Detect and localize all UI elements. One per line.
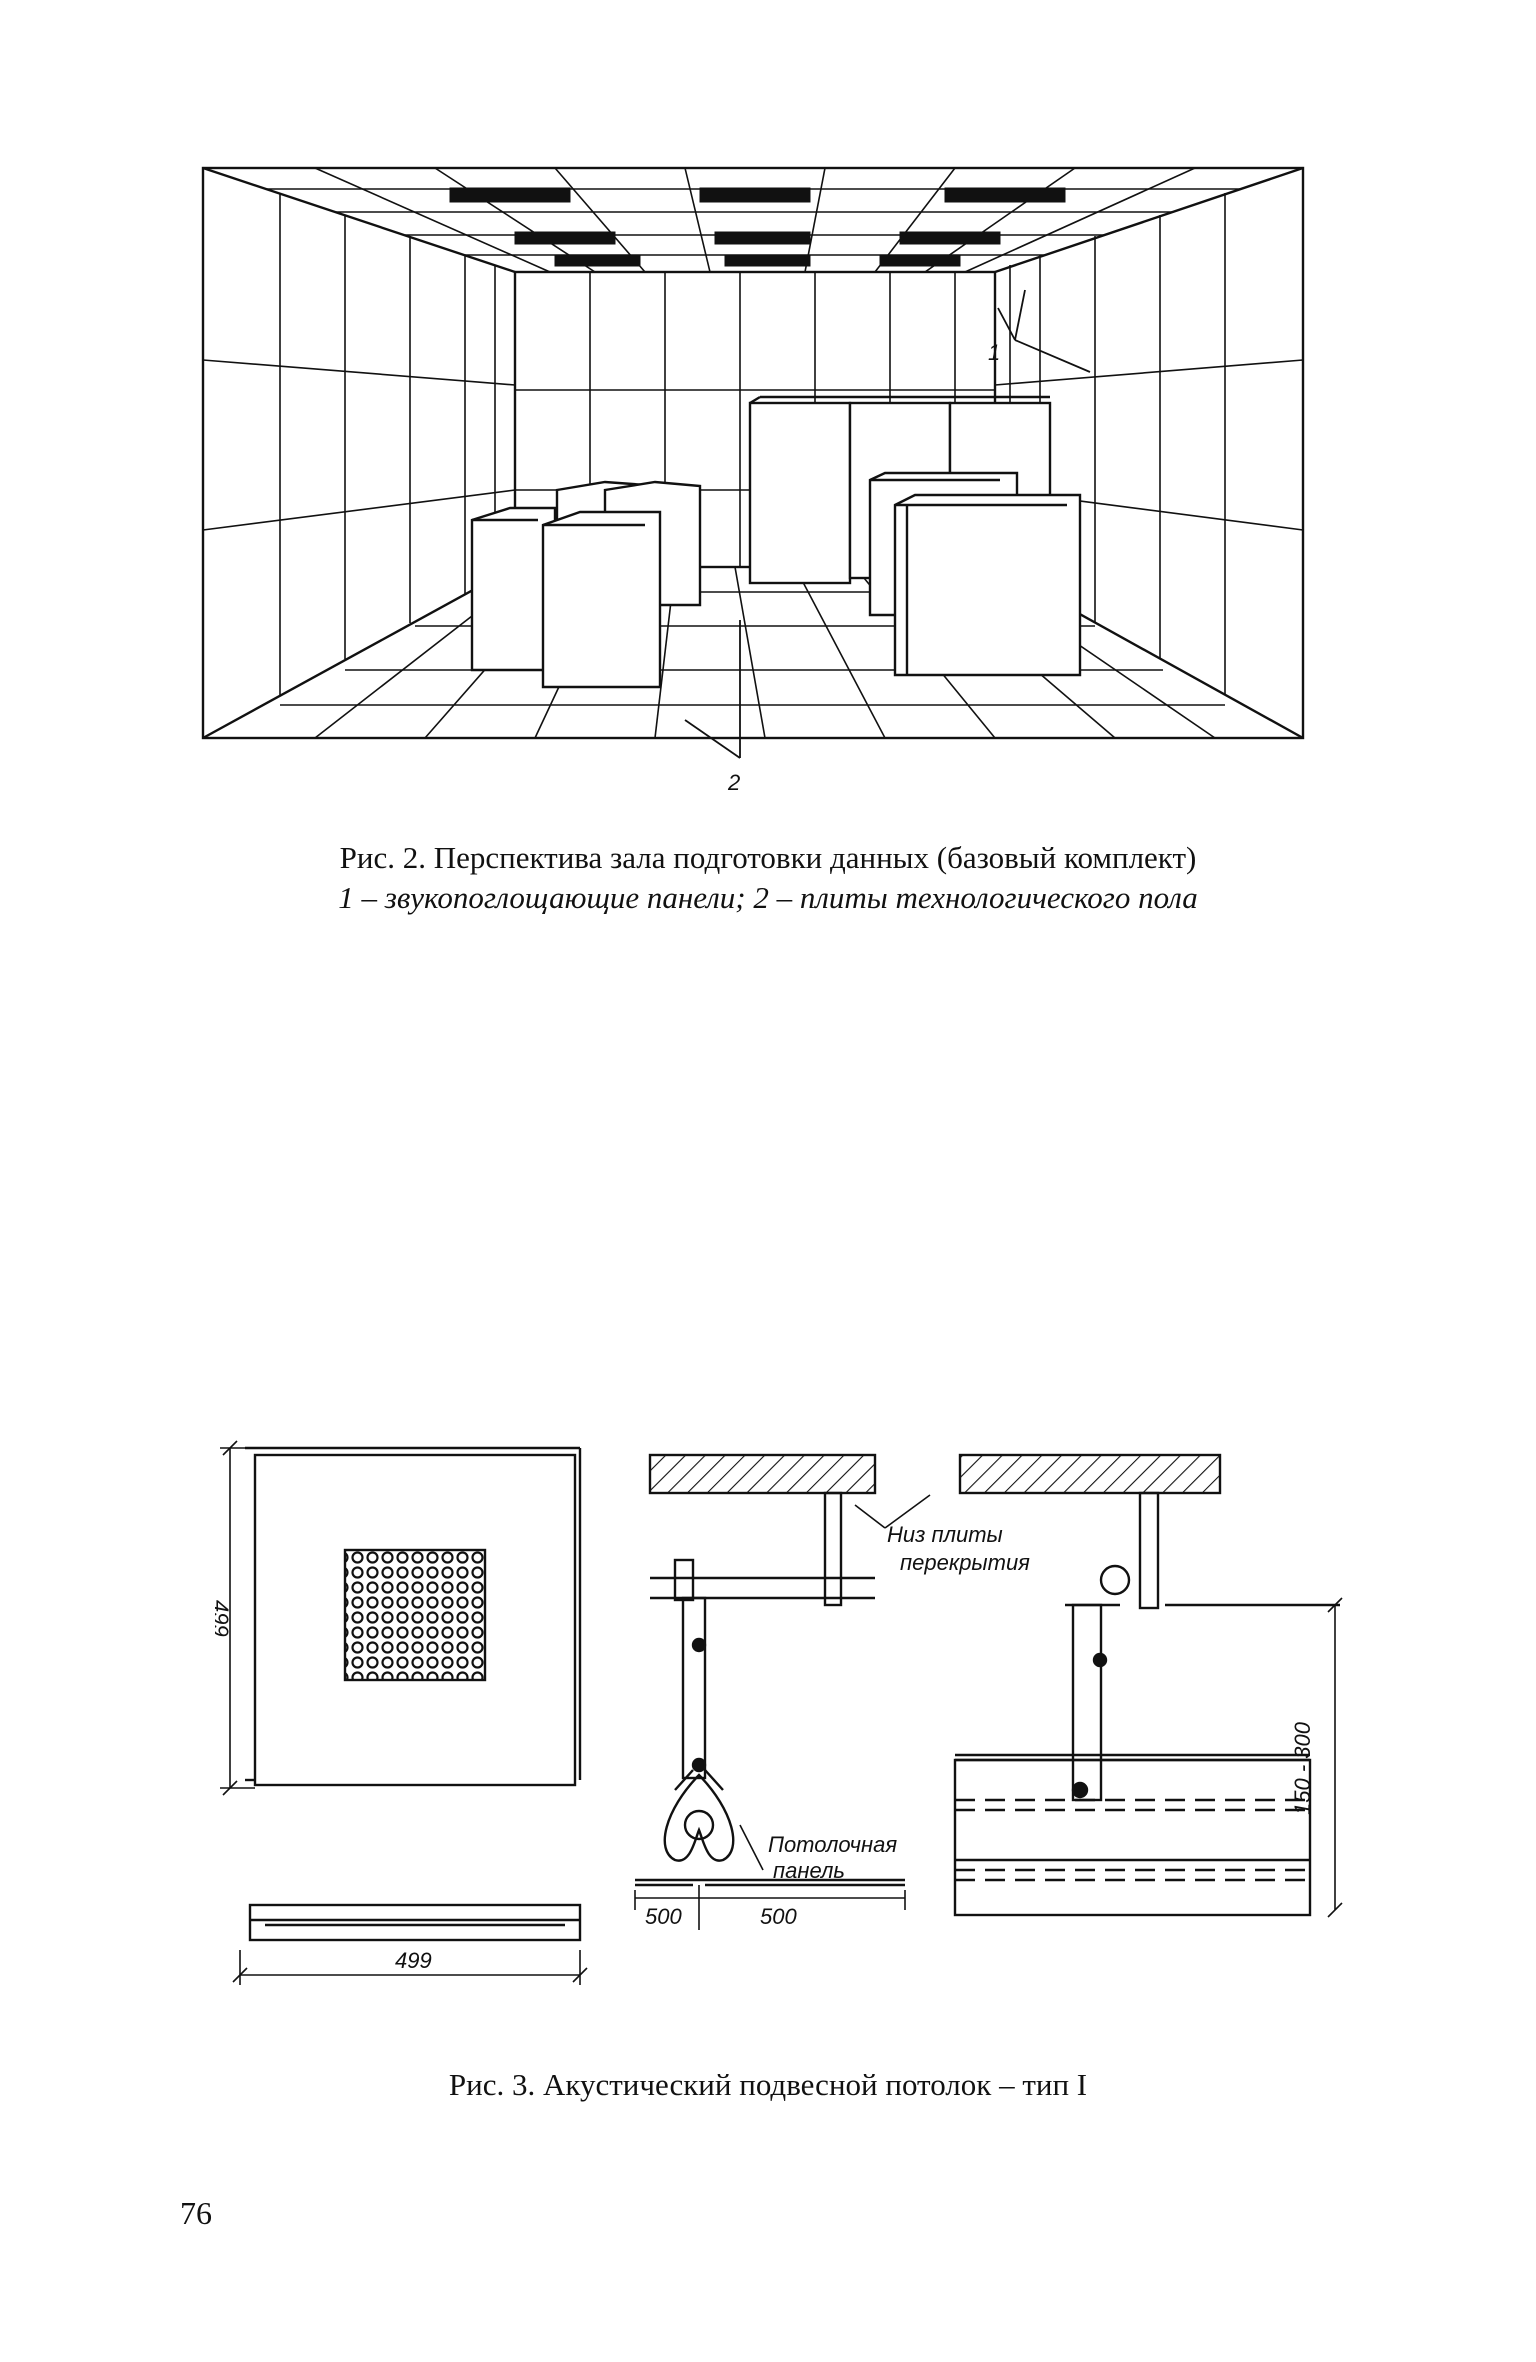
room-outer-frame bbox=[201, 166, 1305, 740]
slab-right bbox=[958, 1453, 1222, 1495]
label-panel-line2: панель bbox=[773, 1858, 845, 1883]
label-slab-line2: перекрытия bbox=[900, 1550, 1030, 1575]
panel-plan-view bbox=[245, 1446, 582, 1787]
cabinet-front-left-2 bbox=[541, 510, 662, 689]
callout-2-label: 2 bbox=[727, 770, 740, 795]
figure-2-caption: Рис. 2. Перспектива зала подготовки данн… bbox=[0, 838, 1536, 918]
panel-section-view bbox=[248, 1903, 582, 1942]
dim-height-label: 150 - 300 bbox=[1290, 1721, 1315, 1815]
cabinet-front-right bbox=[893, 493, 1082, 677]
slab-left bbox=[648, 1453, 877, 1495]
left-wall-panels bbox=[202, 193, 516, 695]
perforated-area bbox=[343, 1548, 487, 1682]
page-number: 76 bbox=[180, 2195, 212, 2231]
right-hanger-detail bbox=[953, 1491, 1340, 1917]
ceiling-lights bbox=[449, 187, 1066, 267]
figure-2-caption-legend: 1 – звукопоглощающие панели; 2 – плиты т… bbox=[338, 880, 1198, 915]
room-perspective-drawing: 1 2 bbox=[201, 166, 1305, 795]
label-leaders bbox=[739, 1494, 931, 1871]
label-slab-line1: Низ плиты bbox=[887, 1522, 1003, 1547]
dim-height-line bbox=[1327, 1597, 1343, 1918]
cabinet-large-1 bbox=[748, 401, 852, 585]
ceiling-details-drawing: 499 499 bbox=[215, 1440, 1343, 1985]
callout-1-leader bbox=[997, 289, 1091, 373]
equipment-cabinets bbox=[470, 395, 1082, 689]
figure-2-caption-title: Рис. 2. Перспектива зала подготовки данн… bbox=[339, 840, 1197, 875]
dim-right-label: 500 bbox=[760, 1904, 797, 1929]
dim-panel-side-line bbox=[220, 1440, 255, 1796]
dim-panel-width-label: 499 bbox=[395, 1948, 432, 1973]
dim-panel-width-line bbox=[232, 1950, 588, 1985]
floor-grid bbox=[280, 566, 1225, 739]
figure-2-room-perspective: 1 2 bbox=[195, 160, 1315, 810]
ceiling-slabs bbox=[648, 1453, 1222, 1495]
callout-2-leader bbox=[684, 620, 741, 759]
callout-1-label: 1 bbox=[988, 340, 1000, 365]
dim-left-label: 500 bbox=[645, 1904, 682, 1929]
figure-3-ceiling-details: 499 499 bbox=[215, 1430, 1365, 2030]
label-panel-line1: Потолочная bbox=[768, 1832, 897, 1857]
dim-bottom-line bbox=[634, 1885, 906, 1930]
dim-panel-side-label: 499 bbox=[215, 1600, 233, 1637]
figure-3-caption: Рис. 3. Акустический подвесной потолок –… bbox=[448, 2067, 1088, 2102]
left-hanger-detail bbox=[635, 1491, 905, 1887]
